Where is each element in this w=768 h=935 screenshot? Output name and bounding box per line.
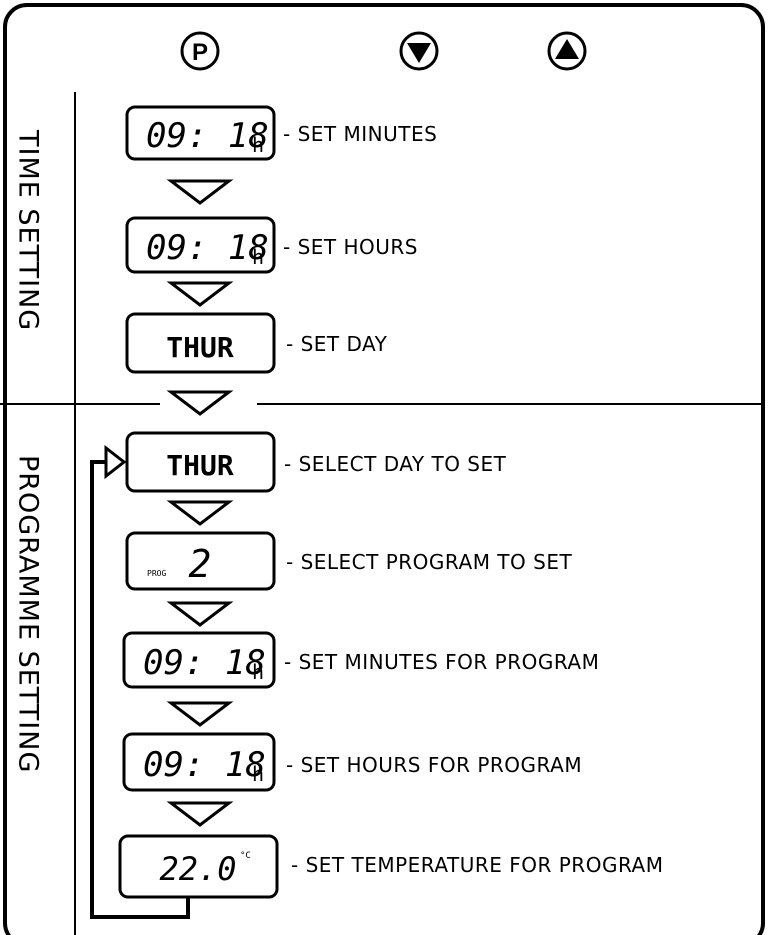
step-set-hours-program: 09: 18 h - SET HOURS FOR PROGRAM (122, 732, 582, 792)
flow-arrow-icon (166, 601, 234, 627)
flow-arrow-icon (166, 179, 234, 205)
lcd-value: 09: 18 (146, 228, 269, 268)
lcd-value: THUR (166, 449, 234, 482)
step-select-day: THUR - SELECT DAY TO SET (125, 431, 507, 493)
loop-back-connector (90, 460, 190, 919)
lcd-value: 2 (189, 542, 212, 586)
lcd-value: 09: 18 (146, 116, 269, 156)
lcd-value: THUR (166, 331, 234, 364)
step-set-day: THUR - SET DAY (125, 312, 388, 374)
step-label: - SET DAY (286, 332, 388, 356)
program-button[interactable]: P (180, 31, 220, 71)
step-label: - SET MINUTES (283, 122, 437, 146)
step-label: - SELECT PROGRAM TO SET (286, 550, 572, 574)
step-set-minutes-program: 09: 18 h - SET MINUTES FOR PROGRAM (122, 631, 599, 689)
program-button-label: P (192, 39, 208, 66)
lcd-display (118, 834, 279, 899)
lcd-display (125, 431, 276, 493)
lcd-display (125, 531, 276, 591)
step-set-hours: 09: 18 h - SET HOURS (125, 216, 418, 274)
step-label: - SET MINUTES FOR PROGRAM (284, 650, 599, 674)
step-label: - SET HOURS (283, 235, 418, 259)
lcd-value: 09: 18 (143, 643, 266, 683)
loop-back-arrow-icon (104, 444, 127, 480)
up-button[interactable] (547, 31, 587, 71)
lcd-small-label: PROG (147, 569, 166, 578)
time-setting-label: TIME SETTING (13, 129, 44, 331)
step-label: - SELECT DAY TO SET (284, 452, 507, 476)
step-select-program: PROG 2 - SELECT PROGRAM TO SET (125, 531, 572, 591)
step-label: - SET HOURS FOR PROGRAM (286, 753, 582, 777)
flow-arrow-icon (166, 281, 234, 307)
lcd-display (122, 732, 276, 792)
lcd-display (125, 312, 276, 374)
step-set-temperature: 22.0 °C - SET TEMPERATURE FOR PROGRAM (118, 834, 663, 899)
lcd-value: 22.0 (159, 850, 236, 888)
down-button[interactable] (399, 31, 439, 71)
lcd-display (122, 631, 276, 689)
flow-arrow-icon (166, 801, 234, 827)
lcd-display (125, 216, 276, 274)
lcd-unit: h (252, 245, 264, 269)
lcd-unit: h (252, 660, 264, 684)
programme-setting-label: PROGRAMME SETTING (13, 455, 44, 773)
lcd-unit: h (252, 762, 264, 786)
flow-arrow-icon (166, 390, 234, 416)
flow-arrow-icon (166, 500, 234, 526)
outer-frame (3, 3, 765, 935)
lcd-display (125, 105, 276, 161)
lcd-unit: °C (240, 851, 251, 861)
step-label: - SET TEMPERATURE FOR PROGRAM (291, 853, 663, 877)
lcd-value: 09: 18 (143, 745, 266, 785)
flow-arrow-icon (166, 701, 234, 727)
step-set-minutes: 09: 18 h - SET MINUTES (125, 105, 437, 161)
lcd-unit: h (252, 133, 264, 157)
